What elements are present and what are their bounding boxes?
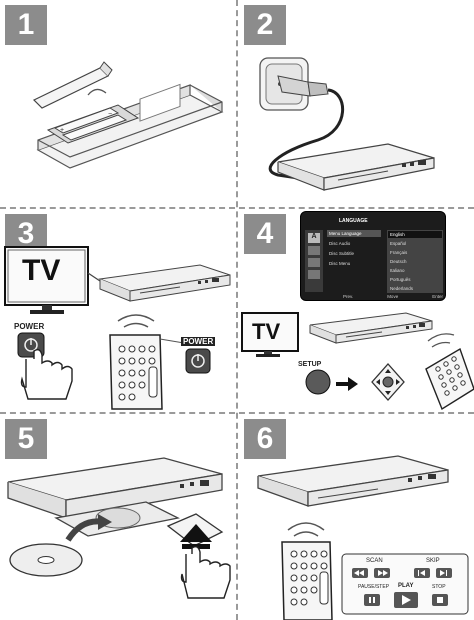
audio-tab-icon [308, 258, 320, 267]
horizontal-divider-2 [0, 412, 474, 414]
menu-footer-move: Move [387, 294, 399, 299]
rewind-scan-icon [352, 568, 368, 578]
step-5-badge: 5 [5, 419, 47, 459]
tv-label: TV [22, 254, 61, 287]
setup-label: SETUP [298, 361, 322, 368]
skip-label: SKIP [426, 558, 440, 564]
power-label: POWER [14, 322, 45, 331]
language-option[interactable]: Español [390, 241, 407, 246]
language-option[interactable]: Italiano [390, 268, 405, 273]
display-tab-icon [308, 246, 320, 255]
language-option[interactable]: Português [390, 277, 411, 282]
svg-text:+: + [60, 127, 64, 134]
menu-icon-column: A [305, 230, 323, 292]
play-label: PLAY [398, 583, 414, 589]
power-cable [268, 88, 344, 180]
power-button-hand [17, 332, 73, 400]
menu-footer-enter: Enter [432, 294, 443, 299]
right-arrow-icon [336, 377, 358, 391]
menu-footer: Prev. Move Enter [343, 294, 443, 299]
language-tab-icon: A [308, 233, 320, 243]
language-option[interactable]: Nederlands [390, 286, 414, 291]
power-on-illustration [4, 246, 231, 410]
step-2-badge: 2 [244, 5, 286, 45]
playback-illustration [257, 455, 469, 620]
lock-tab-icon [308, 270, 320, 279]
setup-illustration [241, 312, 474, 411]
skip-forward-icon [436, 568, 452, 578]
play-icon [394, 592, 418, 608]
language-option[interactable]: Deutsch [390, 259, 407, 264]
step-1-badge: 1 [5, 5, 47, 45]
step-6-panel: 6 [238, 414, 474, 620]
scan-label: SCAN [366, 558, 383, 564]
step-5-panel: 5 [0, 414, 235, 620]
dvd-player [98, 264, 231, 302]
disc [9, 543, 83, 577]
step-4-panel: 4 LANGUAGE A Menu Language Disc Audio Di… [238, 209, 474, 411]
menu-item[interactable]: Disc Audio [329, 241, 351, 246]
language-options: English Español Français Deutsch Italian… [387, 230, 443, 293]
dvd-player [257, 455, 449, 507]
remote-battery-illustration: + − [32, 61, 224, 169]
step-3-panel: 3 [0, 209, 235, 411]
playback-buttons [341, 553, 469, 615]
remote-control [281, 541, 333, 620]
skip-back-icon [414, 568, 430, 578]
tv [4, 246, 89, 314]
dvd-player [277, 143, 435, 191]
navigation-pad [371, 363, 405, 401]
dvd-player [309, 312, 433, 344]
battery-lid [32, 61, 113, 109]
vertical-divider [236, 0, 238, 620]
power-plug-illustration [259, 57, 435, 191]
setup-button [305, 369, 331, 395]
remote-power-button [159, 338, 211, 374]
menu-item[interactable]: Disc Subtitle [329, 251, 355, 256]
stop-label: STOP [432, 584, 446, 590]
pause-step-label: PAUSE/STEP [358, 584, 390, 590]
power-plug [277, 75, 329, 97]
tv-connection-line [87, 272, 101, 282]
lid-arrow [87, 88, 107, 96]
menu-item[interactable]: Disc Menu [329, 261, 351, 266]
remote-control [425, 333, 474, 411]
step-1-panel: 1 + − [0, 0, 235, 206]
remote-control [109, 314, 163, 410]
menu-title: LANGUAGE [339, 218, 368, 224]
disc-insert-illustration [7, 457, 231, 599]
language-option[interactable]: Français [390, 250, 408, 255]
open-close-button [166, 513, 231, 599]
tv-label: TV [252, 319, 281, 344]
step-6-badge: 6 [244, 419, 286, 459]
step-4-badge: 4 [244, 214, 286, 254]
menu-footer-prev: Prev. [343, 294, 354, 299]
tv [241, 312, 299, 357]
battery-compartment: + − [46, 104, 140, 144]
menu-item[interactable]: Menu Language [327, 230, 381, 237]
language-option[interactable]: English [388, 231, 442, 238]
svg-text:−: − [108, 111, 112, 118]
horizontal-divider-1 [0, 207, 474, 209]
language-menu-screen: LANGUAGE A Menu Language Disc Audio Disc… [300, 211, 446, 301]
dvd-player [7, 457, 223, 519]
stop-icon [432, 594, 448, 606]
pause-icon [364, 594, 380, 606]
step-2-panel: 2 [238, 0, 474, 206]
signal-waves [287, 522, 325, 537]
menu-items: Menu Language Disc Audio Disc Subtitle D… [327, 230, 381, 267]
forward-scan-icon [374, 568, 390, 578]
remote-power-label: POWER [181, 337, 216, 346]
